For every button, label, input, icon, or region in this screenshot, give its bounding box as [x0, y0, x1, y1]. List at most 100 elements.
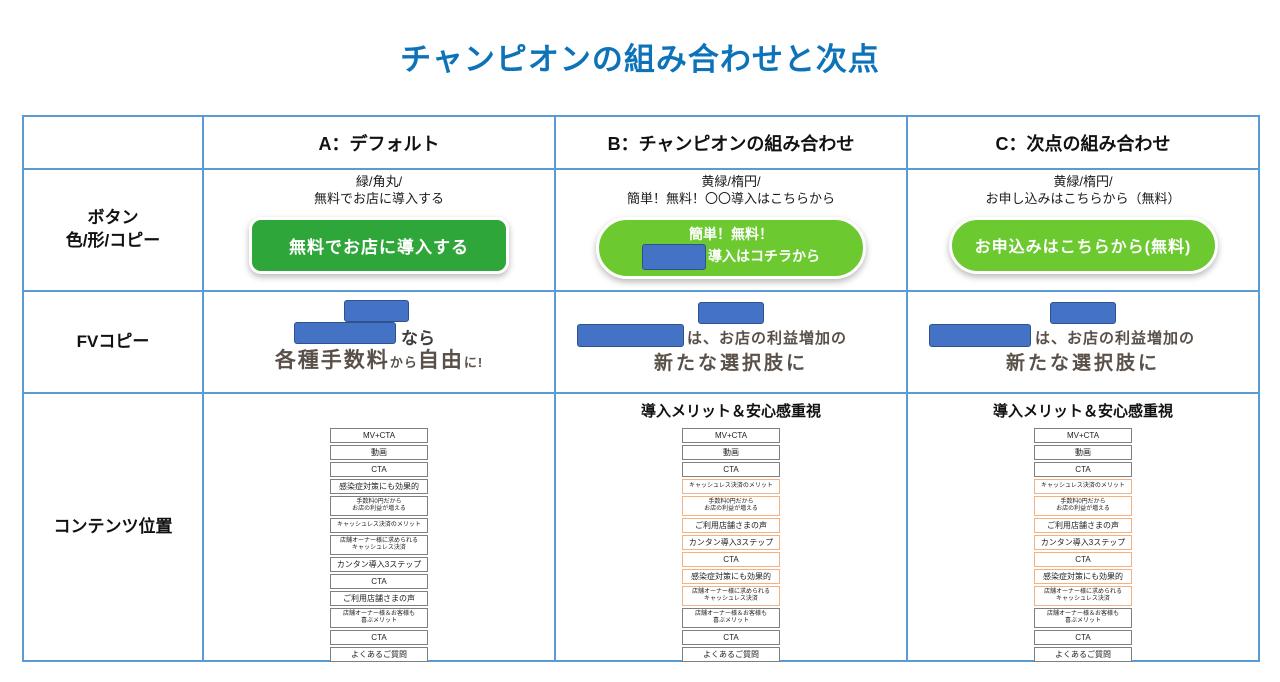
content-block: 店舗オーナー様に求められるキャッシュレス決済 [1034, 586, 1132, 606]
content-block: CTA [330, 574, 428, 589]
content-block: キャッシュレス決済のメリット [330, 518, 428, 533]
comparison-table: A：デフォルト B：チャンピオンの組み合わせ C：次点の組み合わせ ボタン 色/… [22, 115, 1260, 662]
content-header-c: 導入メリット＆安心感重視 [992, 403, 1173, 420]
content-block: 動画 [1034, 445, 1132, 460]
row-label-fv: FVコピー [24, 292, 204, 394]
fv-a-copy-segment: 自由 [417, 349, 464, 372]
fv-a-nara: なら [401, 329, 435, 348]
content-block: MV+CTA [330, 428, 428, 443]
fv-cell-b: は、お店の利益増加の 新たな選択肢に [556, 292, 908, 394]
redaction-box [642, 243, 706, 270]
fv-a-copy-segment: 各種手数料 [274, 349, 390, 372]
content-block: よくあるご質問 [1034, 647, 1132, 662]
content-block: 店舗オーナー様に求められるキャッシュレス決済 [330, 535, 428, 555]
content-block: キャッシュレス決済のメリット [682, 479, 780, 494]
content-block: 店舗オーナー様に求められるキャッシュレス決済 [682, 586, 780, 606]
redaction-box [929, 324, 1031, 347]
button-spec-c-line1: 黄緑/楕円/ [1053, 174, 1113, 189]
button-spec-a: 緑/角丸/ 無料でお店に導入する [204, 174, 554, 208]
content-block: 感染症対策にも効果的 [1034, 569, 1132, 584]
fv-c-line1: は、お店の利益増加の [1035, 330, 1196, 347]
button-cell-b: 黄緑/楕円/ 簡単！無料！〇〇導入はこちらから 簡単！無料！ 導入はコチラから [556, 170, 908, 292]
button-spec-c: 黄緑/楕円/ お申し込みはこちらから（無料） [908, 174, 1258, 208]
button-spec-c-line2: お申し込みはこちらから（無料） [985, 190, 1181, 206]
fv-cell-a: なら 各種手数料から自由に! [204, 292, 556, 394]
content-block: ご利用店舗さまの声 [682, 518, 780, 533]
corner-cell [24, 117, 204, 170]
content-stack-a: MV+CTA 動画 CTA 感染症対策にも効果的手数料0円だからお店の利益が増えるキャ… [330, 428, 428, 662]
content-block: CTA [1034, 462, 1132, 477]
fv-b-line1: は、お店の利益増加の [687, 330, 848, 347]
content-block: ご利用店舗さまの声 [330, 591, 428, 606]
content-cell-c: 導入メリット＆安心感重視 MV+CTA 動画 CTA キャッシュレス決済のメリット手数… [908, 394, 1260, 662]
content-block: CTA [1034, 630, 1132, 645]
cta-button-a[interactable]: 無料でお店に導入する [249, 216, 509, 274]
content-block: CTA [682, 630, 780, 645]
content-header-a [204, 394, 554, 425]
cta-button-c-label: お申込みはこちらから(無料) [974, 239, 1192, 257]
content-block: 手数料0円だからお店の利益が増える [1034, 496, 1132, 516]
row-label-content: コンテンツ位置 [24, 394, 204, 662]
cta-button-b-line2-text: 導入はコチラから [708, 248, 820, 265]
cta-button-b-line2: 導入はコチラから [642, 243, 820, 270]
cta-button-b[interactable]: 簡単！無料！ 導入はコチラから [596, 216, 866, 279]
content-block: 動画 [682, 445, 780, 460]
fv-a-copy-segment: に! [463, 355, 484, 370]
content-block: カンタン導入3ステップ [682, 535, 780, 550]
row-label-button-line2: 色/形/コピー [65, 231, 161, 250]
content-block: MV+CTA [682, 428, 780, 443]
content-block: カンタン導入3ステップ [1034, 535, 1132, 550]
redaction-box [577, 324, 684, 347]
content-block: 手数料0円だからお店の利益が増える [330, 496, 428, 516]
content-stack-c: MV+CTA 動画 CTA キャッシュレス決済のメリット手数料0円だからお店の利益が増… [1034, 428, 1132, 662]
content-cell-b: 導入メリット＆安心感重視 MV+CTA 動画 CTA キャッシュレス決済のメリット手数… [556, 394, 908, 662]
content-block: 店舗オーナー様＆お客様も喜ぶメリット [1034, 608, 1132, 628]
content-cell-a: MV+CTA 動画 CTA 感染症対策にも効果的手数料0円だからお店の利益が増えるキャ… [204, 394, 556, 662]
content-block: CTA [330, 462, 428, 477]
content-stack-b: MV+CTA 動画 CTA キャッシュレス決済のメリット手数料0円だからお店の利益が増… [682, 428, 780, 662]
content-block: 感染症対策にも効果的 [330, 479, 428, 494]
row-label-fv-text: FVコピー [76, 331, 150, 351]
content-block: ご利用店舗さまの声 [1034, 518, 1132, 533]
content-block: 店舗オーナー様＆お客様も喜ぶメリット [330, 608, 428, 628]
content-block: CTA [682, 552, 780, 567]
button-cell-a: 緑/角丸/ 無料でお店に導入する 無料でお店に導入する [204, 170, 556, 292]
content-block: 店舗オーナー様＆お客様も喜ぶメリット [682, 608, 780, 628]
content-block: よくあるご質問 [682, 647, 780, 662]
redaction-box [698, 302, 764, 324]
fv-c-line2: 新たな選択肢に [1005, 353, 1160, 374]
page-title: チャンピオンの組み合わせと次点 [400, 42, 880, 77]
button-spec-b: 黄緑/楕円/ 簡単！無料！〇〇導入はこちらから [556, 174, 906, 208]
column-header-b: B：チャンピオンの組み合わせ [556, 117, 908, 170]
content-block: カンタン導入3ステップ [330, 557, 428, 572]
fv-a-copy-segment: から [389, 355, 418, 370]
content-block: 動画 [330, 445, 428, 460]
content-block: CTA [682, 462, 780, 477]
content-block: 感染症対策にも効果的 [682, 569, 780, 584]
redaction-box [294, 322, 396, 344]
cta-button-c[interactable]: お申込みはこちらから(無料) [948, 216, 1218, 274]
fv-a-copy: 各種手数料から自由に! [204, 344, 554, 374]
content-block: CTA [330, 630, 428, 645]
column-header-c: C：次点の組み合わせ [908, 117, 1260, 170]
content-block: 手数料0円だからお店の利益が増える [682, 496, 780, 516]
row-label-button-line1: ボタン [87, 208, 139, 228]
content-header-b: 導入メリット＆安心感重視 [640, 403, 821, 420]
redaction-box [1050, 302, 1116, 324]
cta-button-b-line1: 簡単！無料！ [689, 225, 773, 242]
fv-b-line2: 新たな選択肢に [653, 353, 808, 374]
button-cell-c: 黄緑/楕円/ お申し込みはこちらから（無料） お申込みはこちらから(無料) [908, 170, 1260, 292]
button-spec-a-line1: 緑/角丸/ [355, 174, 403, 189]
fv-cell-c: は、お店の利益増加の 新たな選択肢に [908, 292, 1260, 394]
row-label-button: ボタン 色/形/コピー [24, 170, 204, 292]
content-block: CTA [1034, 552, 1132, 567]
button-spec-b-line2: 簡単！無料！〇〇導入はこちらから [626, 190, 835, 206]
content-block: キャッシュレス決済のメリット [1034, 479, 1132, 494]
button-spec-b-line1: 黄緑/楕円/ [701, 174, 761, 189]
content-block: よくあるご質問 [330, 647, 428, 662]
content-block: MV+CTA [1034, 428, 1132, 443]
button-spec-a-line2: 無料でお店に導入する [313, 190, 444, 206]
cta-button-a-label: 無料でお店に導入する [289, 237, 469, 257]
column-header-a: A：デフォルト [204, 117, 556, 170]
